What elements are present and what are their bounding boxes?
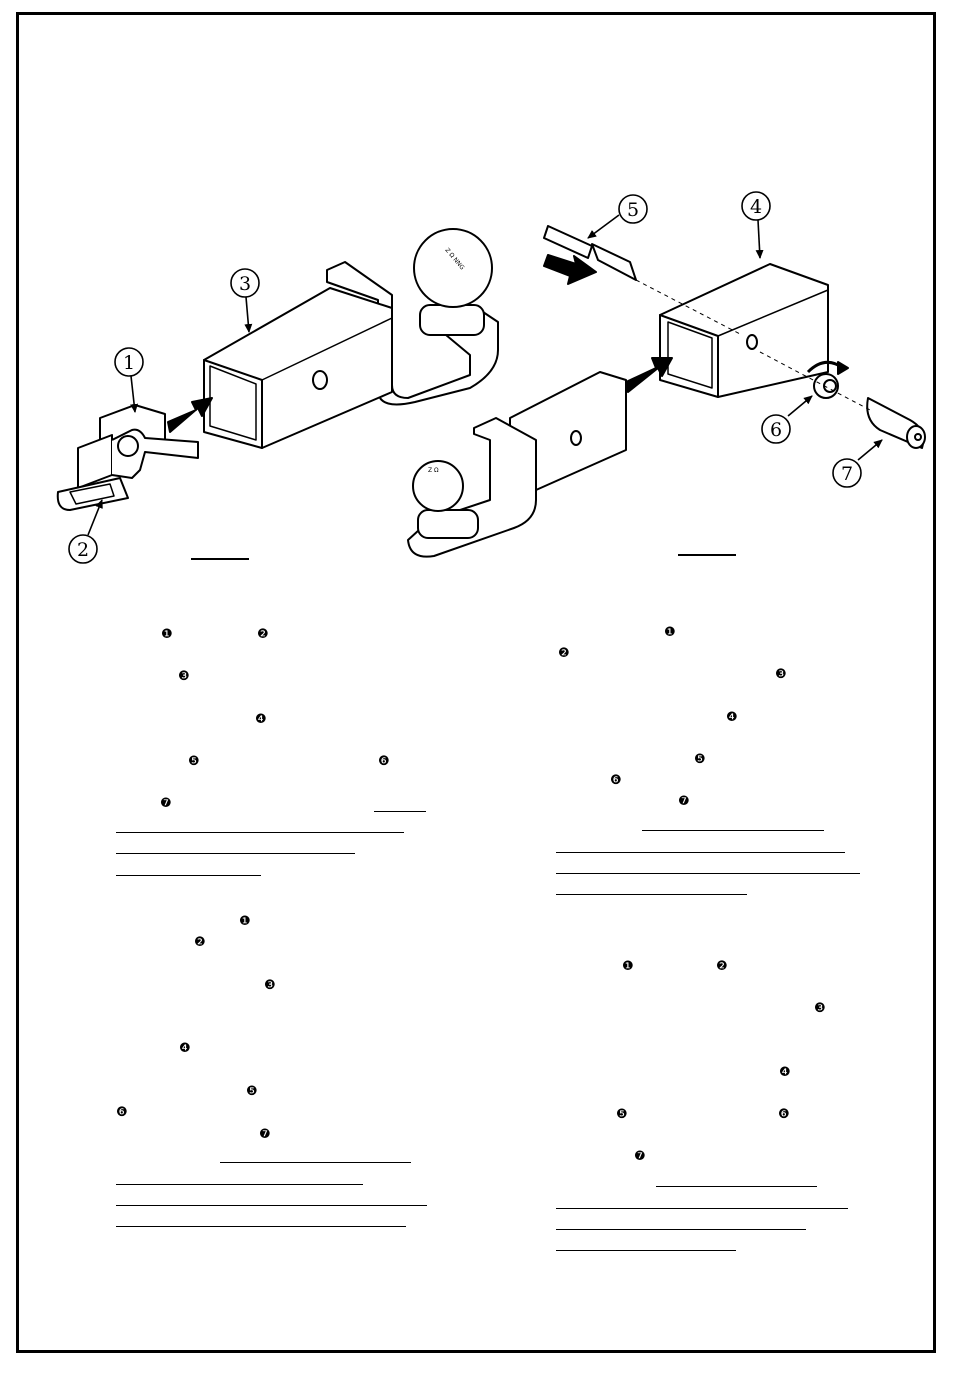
step-mark-7: ❼ [634, 1149, 646, 1164]
callout-2: 2 [77, 539, 89, 561]
underline [116, 1205, 427, 1206]
step-mark-5: ❺ [246, 1084, 258, 1099]
svg-text:Z Ω: Z Ω [428, 467, 439, 474]
underline [556, 873, 860, 874]
nut-6 [806, 360, 849, 399]
step-mark-2: ❷ [716, 959, 728, 974]
underline [220, 1162, 411, 1163]
page-frame [16, 12, 936, 1353]
callout-3: 3 [239, 273, 251, 295]
underline [556, 852, 845, 853]
lock-barrel-7 [866, 397, 926, 449]
underline [116, 875, 261, 876]
step-mark-7: ❼ [678, 794, 690, 809]
step-mark-4: ❹ [179, 1041, 191, 1056]
step-mark-1: ❶ [239, 914, 251, 929]
underline [116, 832, 404, 833]
step-mark-7: ❼ [259, 1127, 271, 1142]
underline [556, 1208, 848, 1209]
step-mark-4: ❹ [779, 1065, 791, 1080]
step-mark-4: ❹ [255, 712, 267, 727]
step-mark-1: ❶ [664, 625, 676, 640]
step-mark-6: ❻ [116, 1105, 128, 1120]
step-mark-3: ❸ [775, 667, 787, 682]
underline [116, 853, 355, 854]
receiver-tube-4 [659, 263, 829, 398]
underline [374, 811, 426, 812]
underline [556, 1229, 806, 1230]
callout-1: 1 [123, 352, 135, 374]
underline [556, 1250, 736, 1251]
step-mark-3: ❸ [264, 978, 276, 993]
ball-mount-left: Z Ω NNG [326, 228, 499, 406]
step-mark-2: ❷ [558, 646, 570, 661]
step-mark-2: ❷ [194, 935, 206, 950]
shank-tube-3 [203, 287, 393, 449]
step-mark-4: ❹ [726, 710, 738, 725]
step-mark-3: ❸ [814, 1001, 826, 1016]
underline [642, 830, 824, 831]
callout-7: 7 [841, 463, 853, 485]
underline [116, 1184, 363, 1185]
step-mark-2: ❷ [257, 627, 269, 642]
callout-4: 4 [750, 196, 762, 218]
step-mark-5: ❺ [188, 754, 200, 769]
underline [556, 894, 747, 895]
step-mark-6: ❻ [610, 773, 622, 788]
step-mark-3: ❸ [178, 669, 190, 684]
underline [656, 1186, 817, 1187]
step-mark-6: ❻ [778, 1107, 790, 1122]
hitch-pin-5 [543, 225, 637, 285]
step-mark-1: ❶ [622, 959, 634, 974]
step-mark-6: ❻ [378, 754, 390, 769]
ball-mount-right: Z Ω [407, 371, 627, 558]
step-mark-5: ❺ [616, 1107, 628, 1122]
step-mark-1: ❶ [161, 627, 173, 642]
step-mark-7: ❼ [160, 796, 172, 811]
callout-6: 6 [770, 419, 782, 441]
step-mark-5: ❺ [694, 752, 706, 767]
callout-5: 5 [627, 199, 639, 221]
underline [116, 1226, 406, 1227]
